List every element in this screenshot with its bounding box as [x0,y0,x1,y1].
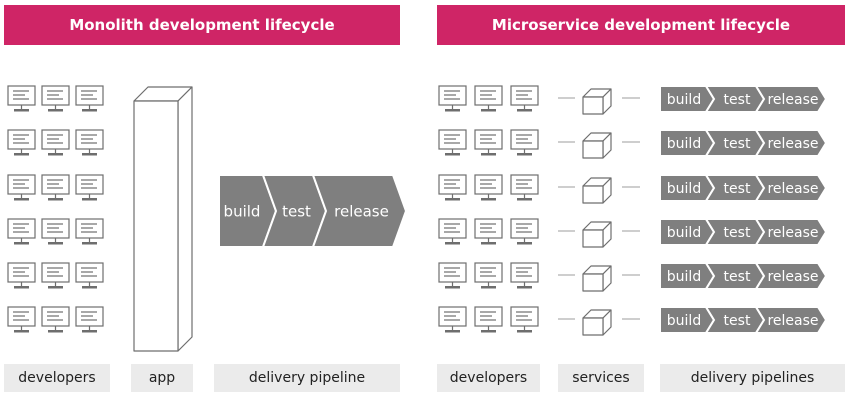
monolith-developers-label: developers [4,364,110,392]
stage-label-build: build [667,313,701,329]
stage-label-release: release [767,181,818,197]
microservice-developer-monitor-icon [474,129,503,156]
stage-label-release: release [334,202,389,220]
stage-label-build: build [667,92,701,108]
microservice-title: Microservice development lifecycle [491,16,791,34]
monolith-pipeline-label: delivery pipeline [214,364,400,392]
stage-label-build: build [667,225,701,241]
app-block [133,86,193,352]
microservice-developer-monitor-icon [510,174,539,201]
stage-label-test: test [724,313,751,329]
microservice-developer-monitor-icon [510,85,539,112]
monolith-developer-monitor-icon [75,218,104,245]
monolith-developer-monitor-icon [75,129,104,156]
microservice-services-label: services [558,364,644,392]
stage-release [754,85,828,113]
monolith-developer-monitor-icon [75,262,104,289]
monolith-developer-monitor-icon [41,174,70,201]
stage-label-build: build [224,202,261,220]
stage-release [754,218,828,246]
monolith-developer-monitor-icon [41,85,70,112]
service-cube-icon [582,177,612,204]
microservice-developer-monitor-icon [510,262,539,289]
monolith-developer-monitor-icon [41,262,70,289]
microservice-developer-monitor-icon [474,262,503,289]
microservice-developer-monitor-icon [510,306,539,333]
microservice-developer-monitor-icon [438,306,467,333]
stage-label-release: release [767,225,818,241]
microservice-pipeline: build test release [659,306,828,334]
microservice-title-banner: Microservice development lifecycle [437,5,845,45]
stage-release [311,174,408,248]
service-cube-icon [582,221,612,248]
microservice-developer-monitor-icon [474,85,503,112]
microservice-pipeline: build test release [659,218,828,246]
stage-label-test: test [724,136,751,152]
stage-release [754,129,828,157]
monolith-developer-monitor-icon [41,306,70,333]
stage-label-test: test [724,92,751,108]
stage-label-test: test [724,269,751,285]
microservice-developer-monitor-icon [474,306,503,333]
stage-label-test: test [724,181,751,197]
stage-label-release: release [767,313,818,329]
monolith-developer-monitor-icon [41,129,70,156]
service-cube-icon [582,309,612,336]
monolith-developer-monitor-icon [7,262,36,289]
monolith-developer-monitor-icon [7,129,36,156]
service-cube-icon [582,265,612,292]
microservice-pipeline: build test release [659,129,828,157]
monolith-developer-monitor-icon [7,85,36,112]
monolith-developer-monitor-icon [41,218,70,245]
stage-label-test: test [282,202,311,220]
stage-label-release: release [767,92,818,108]
stage-label-build: build [667,181,701,197]
microservice-pipeline: build test release [659,85,828,113]
monolith-developer-monitor-icon [75,306,104,333]
microservice-developer-monitor-icon [474,174,503,201]
microservice-developer-monitor-icon [510,129,539,156]
stage-label-release: release [767,136,818,152]
monolith-developer-monitor-icon [75,174,104,201]
stage-release [754,174,828,202]
microservice-developer-monitor-icon [510,218,539,245]
microservice-developer-monitor-icon [438,218,467,245]
monolith-developer-monitor-icon [7,218,36,245]
stage-label-release: release [767,269,818,285]
stage-label-test: test [724,225,751,241]
microservice-developer-monitor-icon [474,218,503,245]
microservice-pipeline: build test release [659,262,828,290]
microservice-pipelines-label: delivery pipelines [660,364,845,392]
monolith-pipeline: build test release [218,174,408,248]
monolith-app-label: app [131,364,193,392]
stage-label-build: build [667,269,701,285]
microservice-developer-monitor-icon [438,129,467,156]
monolith-title-banner: Monolith development lifecycle [4,5,400,45]
stage-release [754,262,828,290]
monolith-developer-monitor-icon [7,306,36,333]
microservice-developer-monitor-icon [438,262,467,289]
monolith-title: Monolith development lifecycle [69,16,335,34]
microservice-developers-label: developers [437,364,540,392]
stage-release [754,306,828,334]
microservice-developer-monitor-icon [438,174,467,201]
microservice-pipeline: build test release [659,174,828,202]
microservice-developer-monitor-icon [438,85,467,112]
service-cube-icon [582,88,612,115]
monolith-developer-monitor-icon [7,174,36,201]
monolith-developer-monitor-icon [75,85,104,112]
stage-label-build: build [667,136,701,152]
service-cube-icon [582,132,612,159]
